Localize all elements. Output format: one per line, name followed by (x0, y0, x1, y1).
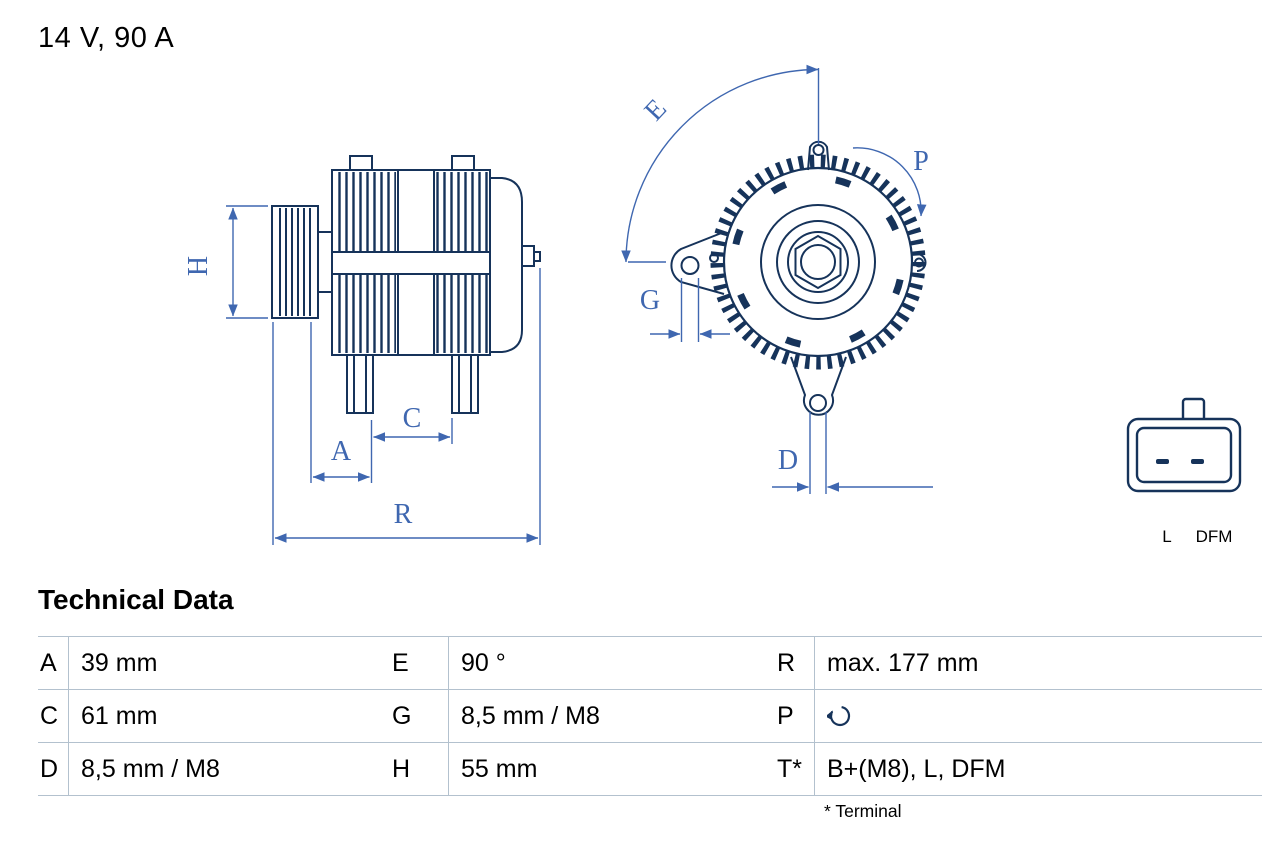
table-value-cell: 61 mm (68, 690, 390, 743)
table-value-cell: 8,5 mm / M8 (448, 690, 775, 743)
technical-data-heading: Technical Data (38, 584, 234, 615)
dimension-label-a: A (331, 436, 352, 467)
connector-label-l: L (1162, 527, 1171, 546)
bottom-mounting-ear (790, 356, 847, 416)
table-key-cell: P (775, 690, 814, 743)
table-value-cell: 55 mm (448, 743, 775, 796)
dimension-label-c: C (403, 403, 422, 434)
terminal-footnote: * Terminal (824, 801, 902, 821)
dimension-label-e: E (639, 93, 673, 127)
dimension-lines (226, 64, 933, 545)
table-value-cell: 90 ° (448, 637, 775, 690)
alternator-front-view (670, 140, 927, 416)
dimension-label-h: H (183, 256, 214, 276)
table-key-cell: A (38, 637, 68, 690)
table-key-cell: G (390, 690, 448, 743)
connector-icon (1126, 397, 1242, 493)
table-value-cell: B+(M8), L, DFM (814, 743, 1262, 796)
shaft-nut (794, 234, 842, 290)
technical-drawing: H A C R E G D P L DFM (183, 64, 1242, 546)
table-key-cell: H (390, 743, 448, 796)
table-key-cell: D (38, 743, 68, 796)
connector-pin (1191, 459, 1204, 464)
table-key-cell: T* (775, 743, 814, 796)
table-key-cell: R (775, 637, 814, 690)
mounting-lug (346, 354, 374, 414)
rotation-direction-arrow (852, 147, 927, 217)
alternator-side-view (271, 155, 541, 414)
table-value-cell: 39 mm (68, 637, 390, 690)
connector-label-dfm: DFM (1196, 527, 1233, 546)
table-value-cell: max. 177 mm (814, 637, 1262, 690)
b-plus-terminal (521, 245, 535, 267)
table-value-cell: 8,5 mm / M8 (68, 743, 390, 796)
mounting-lug (451, 354, 479, 414)
table-key-cell: C (38, 690, 68, 743)
connector-pin (1156, 459, 1169, 464)
rotation-direction-icon (827, 706, 851, 727)
technical-data-table: A 39 mm E 90 ° R max. 177 mm C 61 mm G 8… (38, 636, 1262, 796)
page-title: 14 V, 90 A (38, 22, 175, 54)
dimension-label-d: D (778, 445, 798, 476)
dimension-label-r: R (394, 499, 413, 530)
table-key-cell: E (390, 637, 448, 690)
pulley (271, 205, 319, 319)
dimension-label-p: P (913, 146, 929, 177)
table-value-cell (814, 690, 1262, 743)
dimension-label-g: G (640, 285, 660, 316)
